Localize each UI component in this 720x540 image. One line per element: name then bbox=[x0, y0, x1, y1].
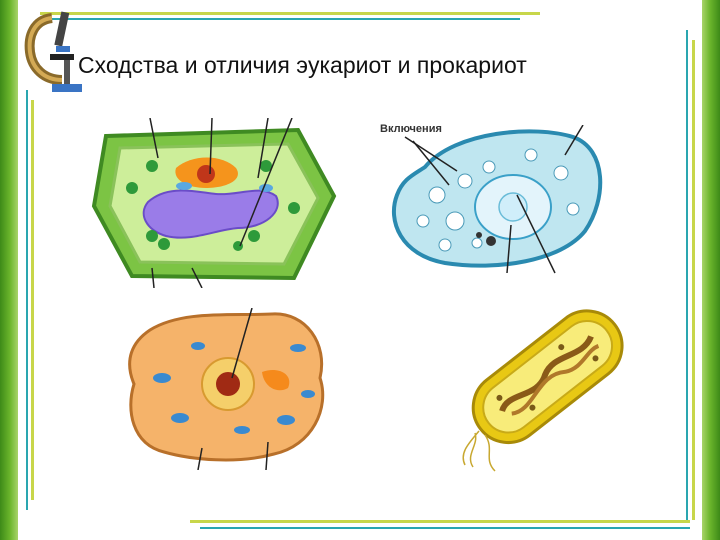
microscope-logo-icon bbox=[24, 11, 82, 92]
right-accent-line-yellow bbox=[692, 40, 695, 520]
inclusions-label: Включения bbox=[380, 123, 442, 135]
left-green-frame bbox=[0, 0, 18, 540]
top-accent-line-yellow bbox=[40, 12, 540, 15]
bottom-accent-line-yellow bbox=[190, 520, 690, 523]
left-accent-line-teal bbox=[26, 90, 28, 510]
top-accent-line-teal bbox=[40, 18, 520, 20]
plant-cell-illustration bbox=[91, 118, 337, 288]
bacterial-cell-illustration bbox=[462, 309, 624, 472]
right-green-frame bbox=[702, 0, 720, 540]
right-accent-line-teal bbox=[686, 30, 688, 520]
slide-title: Сходства и отличия эукариот и прокариот bbox=[78, 52, 527, 78]
fungal-cell-illustration bbox=[391, 125, 603, 274]
bottom-accent-line-teal bbox=[200, 527, 690, 529]
animal-cell-illustration bbox=[128, 308, 325, 470]
left-accent-line-yellow bbox=[31, 100, 34, 500]
